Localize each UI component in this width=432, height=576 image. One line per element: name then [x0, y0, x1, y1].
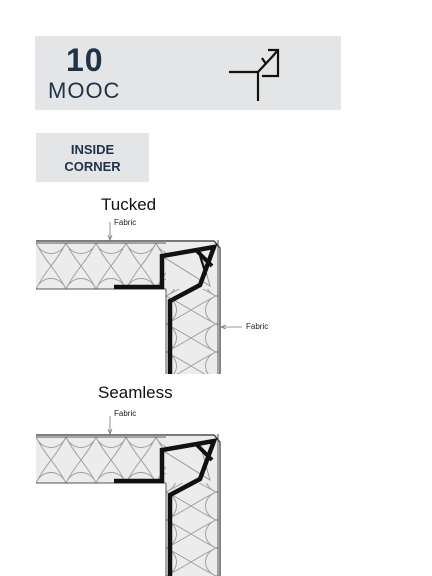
section-title-seamless: Seamless	[98, 383, 173, 402]
section-title-tucked: Tucked	[101, 195, 157, 214]
fabric-label-top: Fabric	[114, 218, 137, 227]
profile-name: MOOC	[48, 78, 121, 103]
tucked-diagram	[36, 222, 242, 374]
profile-number: 10	[66, 42, 104, 78]
seamless-diagram	[36, 416, 221, 576]
profile-header	[35, 36, 341, 110]
mooc-profile-icon	[229, 48, 280, 101]
corner-type-label: INSIDE CORNER	[64, 141, 121, 174]
corner-type-badge: INSIDE CORNER	[36, 133, 149, 182]
fabric-label-side: Fabric	[246, 322, 269, 331]
fabric-label-seamless: Fabric	[114, 409, 137, 418]
